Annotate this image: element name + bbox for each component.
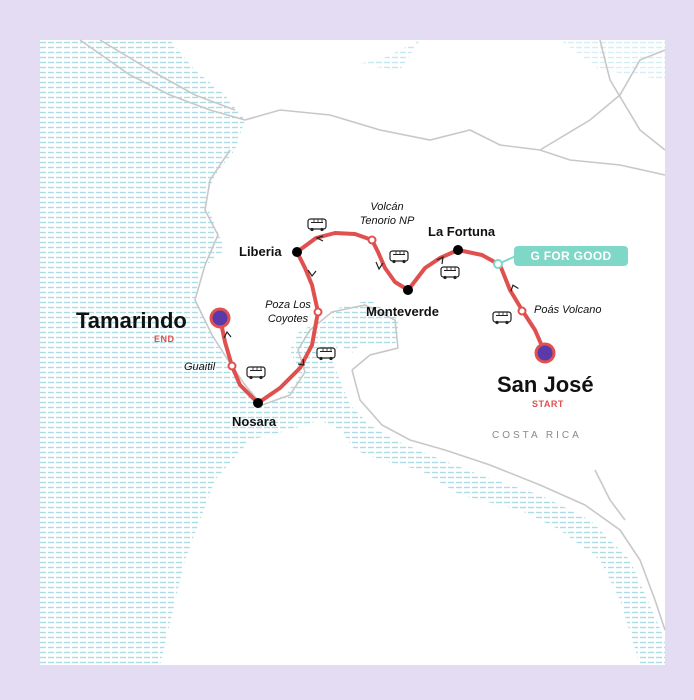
start-city-label: San José: [497, 372, 594, 397]
poi-marker-poas: [517, 306, 527, 316]
poi-marker-poza: [313, 307, 323, 317]
end-tag: END: [154, 334, 175, 344]
country-label: COSTA RICA: [492, 430, 582, 441]
stop-label-monteverde: Monteverde: [366, 304, 439, 319]
stop-marker-nosara: [253, 398, 263, 408]
stop-label-la-fortuna: La Fortuna: [428, 224, 496, 239]
poi-label-poas: Poás Volcano: [534, 304, 602, 316]
g-for-good-marker: [493, 259, 503, 269]
stop-label-liberia: Liberia: [239, 244, 282, 259]
poi-marker-guaitil: [227, 361, 237, 371]
poi-marker-tenorio: [367, 235, 377, 245]
direction-arrows: [223, 235, 519, 366]
g-for-good-badge[interactable]: G FOR GOOD: [514, 246, 628, 266]
bus-icon: [389, 250, 409, 264]
route-line: [218, 231, 547, 405]
bus-icon: [492, 311, 512, 325]
borders: [79, 39, 666, 631]
poi-label-tenorio-line2: Tenorio NP: [359, 215, 415, 227]
bus-icon: [246, 366, 266, 380]
poi-label-poza-line2: Coyotes: [267, 313, 309, 325]
start-tag: START: [532, 399, 564, 409]
stop-marker-monteverde: [403, 285, 413, 295]
stop-marker-la-fortuna: [453, 245, 463, 255]
stop-label-nosara: Nosara: [232, 414, 277, 429]
end-city-label: Tamarindo: [76, 308, 187, 333]
poi-label-poza-line1: Poza Los: [265, 299, 311, 311]
bus-icon: [316, 347, 336, 361]
stop-marker-liberia: [292, 247, 302, 257]
poi-label-tenorio: Volcán Tenorio NP: [342, 200, 432, 228]
bus-icon: [307, 218, 327, 232]
poi-label-poza: Poza Los Coyotes: [258, 298, 318, 326]
start-marker: [534, 342, 556, 364]
end-marker: [209, 307, 231, 329]
bus-icon: [440, 266, 460, 280]
poi-label-guaitil: Guaitil: [184, 361, 216, 373]
poi-label-tenorio-line1: Volcán: [370, 201, 404, 213]
